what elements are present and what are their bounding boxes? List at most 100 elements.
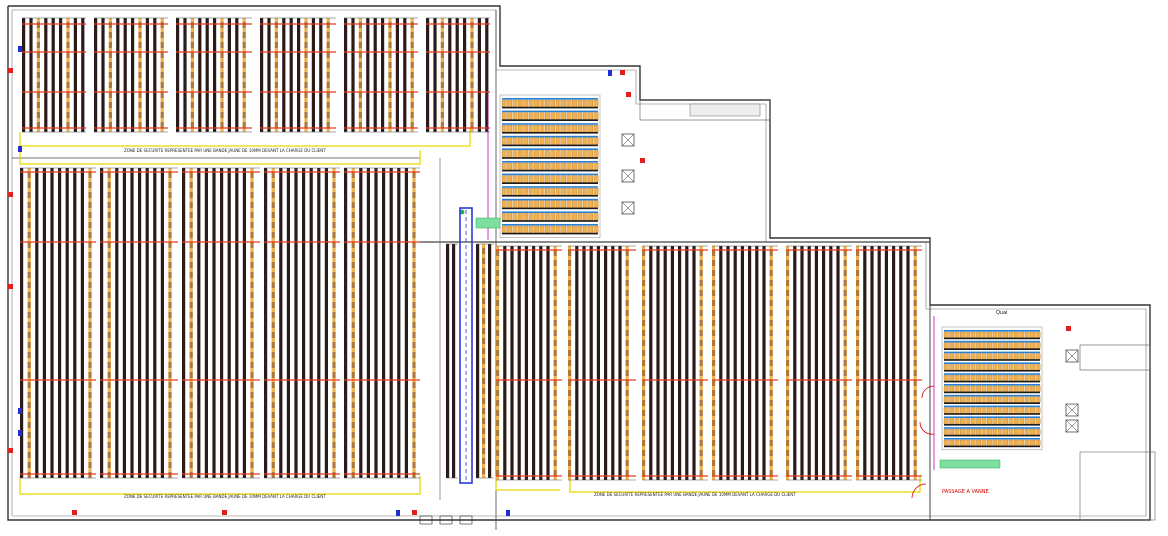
rack-pallet	[470, 32, 474, 38]
conveyor-tote	[577, 150, 583, 158]
rack-pallet	[351, 442, 355, 448]
rack-pallet	[786, 470, 790, 476]
rack-pallet	[250, 432, 254, 438]
conveyor-tote	[501, 137, 507, 145]
rack-pallet	[304, 72, 308, 78]
rack-pallet	[412, 202, 416, 208]
rack-upright	[235, 18, 239, 132]
conveyor-tote	[545, 137, 550, 145]
conveyor-stripe	[944, 427, 1040, 429]
conveyor-tote	[550, 99, 556, 107]
rack-pallet	[625, 370, 629, 376]
rack-pallet	[440, 52, 444, 58]
conveyor-stripe	[502, 161, 598, 163]
conveyor-tote	[981, 396, 987, 403]
rack-orange-column	[913, 246, 917, 480]
rack-pallet	[699, 380, 703, 386]
rack-pallet	[699, 400, 703, 406]
rack-pallet	[786, 380, 790, 386]
rack-pallet	[412, 462, 416, 468]
rack-pallet	[88, 232, 92, 238]
conveyor-tote	[976, 331, 981, 338]
rack-pallet	[107, 402, 111, 408]
rack-pallet	[271, 322, 275, 328]
rack-upright	[182, 168, 186, 478]
door-marker	[8, 284, 13, 289]
safety-zone-south-east	[569, 476, 921, 493]
conveyor-tote	[518, 125, 523, 133]
conveyor-rail	[944, 348, 1040, 350]
zone-label-south-west: ZONE DE SECURITE REPRESENTEE PAR UNE BAN…	[124, 494, 326, 499]
safety-zones	[19, 128, 921, 495]
rack-pallet	[843, 380, 847, 386]
rack-pallet	[66, 32, 70, 38]
rack-pallet	[168, 452, 172, 458]
rack-pallet	[250, 252, 254, 258]
equipment-cross	[621, 169, 635, 183]
rack-pallet	[769, 410, 773, 416]
rack-pallet	[913, 280, 917, 286]
rack-pallet	[412, 182, 416, 188]
conveyor-tote	[528, 150, 534, 158]
rack-pallet	[326, 112, 330, 118]
conveyor-tote	[507, 188, 512, 196]
rack-pallet	[388, 82, 392, 88]
rack-pallet	[642, 270, 646, 276]
rack-pallet	[496, 300, 500, 306]
rack-pallet	[220, 92, 224, 98]
rack-pallet	[189, 272, 193, 278]
rack-pallet	[88, 392, 92, 398]
rack-pallet	[189, 342, 193, 348]
rack-upright	[448, 18, 452, 132]
rack-pallet	[625, 330, 629, 336]
rack-pallet	[482, 458, 486, 464]
conveyor-tote	[550, 200, 556, 208]
conveyor-tote	[981, 353, 987, 360]
rack-pallet	[189, 252, 193, 258]
rack-pallet	[412, 432, 416, 438]
conveyor-tote	[981, 429, 987, 435]
rack-pallet	[88, 242, 92, 248]
rack-orange-column	[642, 246, 646, 480]
rack-pallet	[332, 272, 336, 278]
rack-pallet	[88, 382, 92, 388]
rack-pallet	[843, 310, 847, 316]
rack-pallet	[412, 362, 416, 368]
rack-pallet	[712, 440, 716, 446]
rack-pallet	[168, 392, 172, 398]
rack-pallet	[27, 362, 31, 368]
conveyor-tote	[954, 375, 960, 381]
rack-pallet	[250, 392, 254, 398]
rack-upright	[800, 246, 804, 480]
safety-zone-mid	[19, 150, 421, 165]
rack-pallet	[856, 280, 860, 286]
rack-pallet	[189, 312, 193, 318]
rack-pallet	[250, 312, 254, 318]
rack-pallet	[250, 272, 254, 278]
conveyor-tote	[960, 429, 965, 435]
conveyor-tote	[528, 188, 534, 196]
rack-pallet	[553, 400, 557, 406]
rack-pallet	[168, 222, 172, 228]
rack-pallet	[250, 372, 254, 378]
rack-pallet	[242, 22, 246, 28]
conveyor-tote	[997, 385, 1003, 392]
rack-pallet	[88, 282, 92, 288]
rack-pallet	[332, 332, 336, 338]
rack-pallet	[189, 242, 193, 248]
rack-upright	[73, 168, 77, 478]
rack-upright	[906, 246, 910, 480]
conveyor-tote	[997, 342, 1003, 349]
rack-pallet	[88, 462, 92, 468]
rack-pallet	[712, 410, 716, 416]
rack-pallet	[88, 452, 92, 458]
conveyor-tote	[987, 418, 992, 425]
rack-pallet	[625, 460, 629, 466]
conveyor-tote	[528, 112, 534, 120]
rack-block	[496, 245, 562, 481]
rack-pallet	[250, 182, 254, 188]
rack-pallet	[304, 92, 308, 98]
rack-pallet	[138, 32, 142, 38]
rack-upright	[539, 246, 543, 480]
conveyor-tote	[960, 353, 965, 360]
